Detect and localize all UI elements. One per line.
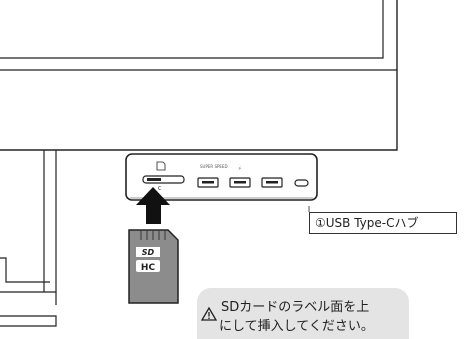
sd-logo-text: SD	[142, 248, 155, 257]
monitor-outer-frame	[0, 0, 398, 151]
sd-slot-icon	[156, 161, 166, 171]
hc-logo-text: HC	[141, 263, 156, 273]
warning-triangle-icon	[201, 307, 217, 321]
super-speed-label: SUPER SPEED	[200, 164, 228, 169]
sd-logo-bottom	[136, 260, 160, 272]
charge-label: ⚡	[238, 166, 242, 172]
insert-direction-arrow-icon	[136, 187, 170, 224]
usb-c-port	[294, 179, 309, 187]
monitor-screen-edge	[0, 0, 384, 59]
sd-logo-top	[136, 247, 160, 257]
microsd-slot-hint: C	[158, 186, 162, 192]
sd-card-slot	[142, 175, 185, 184]
warning-note: SDカードのラベル面を上 にして挿入してください。	[197, 288, 409, 339]
hub-callout-label: ①USB Type-Cハブ	[309, 212, 457, 234]
monitor-stand	[0, 150, 57, 327]
warning-text-line-2: にして挿入してください。	[219, 319, 374, 334]
sd-card: SD HC	[128, 229, 179, 304]
warning-text-line-1: SDカードのラベル面を上	[221, 300, 370, 315]
sd-slot-opening	[147, 178, 161, 181]
